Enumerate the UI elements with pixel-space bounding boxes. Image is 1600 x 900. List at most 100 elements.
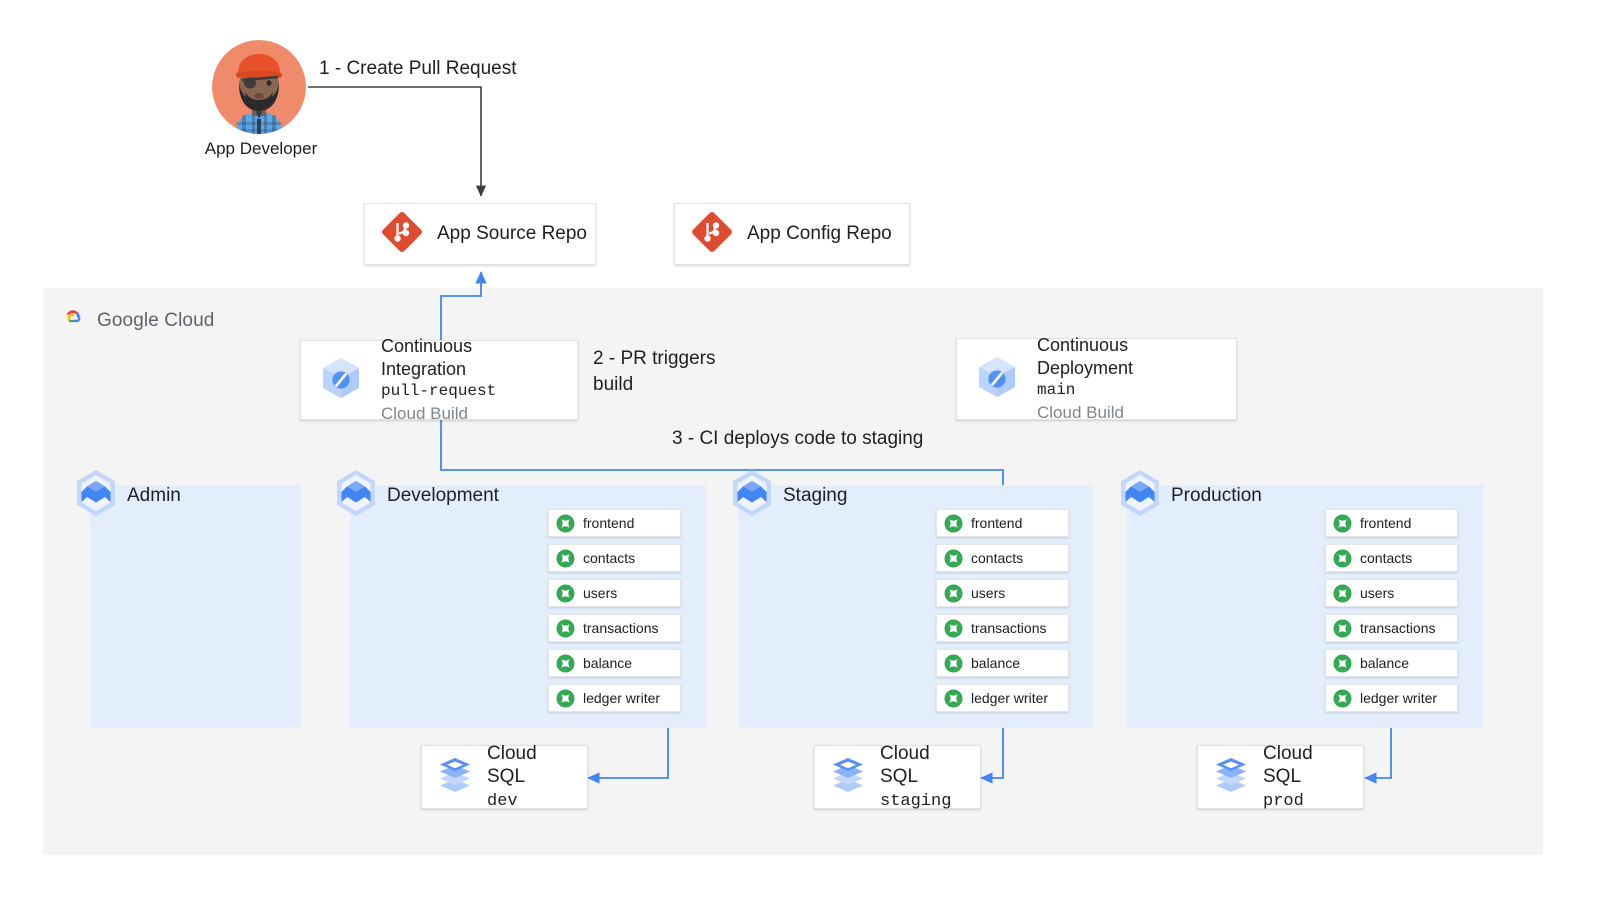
cloudsql-prod-card[interactable]: Cloud SQL prod: [1197, 743, 1364, 812]
service-pill-staging-ledger-writer[interactable]: ledger writer: [936, 684, 1069, 712]
pod-icon: [1333, 549, 1352, 568]
service-label: users: [971, 585, 1006, 601]
service-pill-development-ledger-writer[interactable]: ledger writer: [548, 684, 681, 712]
service-label: contacts: [971, 550, 1024, 566]
edge-ci-to-source-repo: [440, 271, 487, 340]
service-label: ledger writer: [583, 690, 661, 706]
pod-icon: [556, 619, 575, 638]
pod-icon: [944, 654, 963, 673]
cloud-build-icon: [315, 352, 367, 409]
app-config-repo-card[interactable]: App Config Repo: [674, 203, 910, 265]
google-cloud-brand: Google Cloud: [57, 306, 214, 336]
git-icon: [381, 211, 423, 258]
service-label: frontend: [971, 515, 1023, 531]
service-label: balance: [1360, 655, 1410, 671]
app-source-repo-card[interactable]: App Source Repo: [364, 203, 596, 265]
cloud-sql-icon: [436, 755, 474, 800]
service-label: ledger writer: [1360, 690, 1438, 706]
service-pill-production-balance[interactable]: balance: [1325, 649, 1458, 677]
service-label: ledger writer: [971, 690, 1049, 706]
google-cloud-label: Google Cloud: [97, 310, 214, 332]
service-label: contacts: [1360, 550, 1413, 566]
env-header-development: Development: [333, 468, 499, 523]
service-label: balance: [971, 655, 1021, 671]
step-2-line-1: 2 - PR triggers: [593, 348, 716, 369]
cloudsql-staging-card[interactable]: Cloud SQL staging: [814, 743, 981, 811]
app-source-repo-label: App Source Repo: [437, 223, 587, 244]
service-label: balance: [583, 655, 633, 671]
env-label-admin: Admin: [127, 484, 181, 506]
cloud-build-icon: [971, 351, 1023, 408]
cd-product: Cloud Build: [1037, 402, 1124, 422]
service-pill-production-transactions[interactable]: transactions: [1325, 614, 1458, 642]
pod-icon: [1333, 584, 1352, 603]
service-label: transactions: [1360, 620, 1436, 636]
service-pill-staging-balance[interactable]: balance: [936, 649, 1069, 677]
service-pill-development-frontend[interactable]: frontend: [548, 509, 681, 537]
app-config-repo-label: App Config Repo: [747, 223, 892, 244]
cloud-sql-icon: [1212, 755, 1250, 800]
cloudsql-dev-card[interactable]: Cloud SQL dev: [421, 742, 588, 812]
service-pill-development-transactions[interactable]: transactions: [548, 614, 681, 642]
pod-icon: [944, 514, 963, 533]
cloudsql-dev-title: Cloud SQL: [487, 742, 537, 788]
service-pill-development-users[interactable]: users: [548, 579, 681, 607]
developer-avatar-icon: [212, 40, 306, 134]
service-pill-development-balance[interactable]: balance: [548, 649, 681, 677]
env-header-admin: Admin: [73, 468, 181, 523]
pod-icon: [1333, 619, 1352, 638]
pod-icon: [944, 549, 963, 568]
service-label: frontend: [1360, 515, 1412, 531]
env-panel-admin: [90, 485, 301, 728]
service-pill-staging-transactions[interactable]: transactions: [936, 614, 1069, 642]
pod-icon: [1333, 689, 1352, 708]
service-label: users: [1360, 585, 1395, 601]
developer-name-label: App Developer: [204, 139, 318, 158]
cloudsql-prod-env: prod: [1263, 792, 1304, 812]
cloud-sql-icon: [829, 755, 867, 800]
ci-product: Cloud Build: [381, 403, 468, 423]
service-pill-production-frontend[interactable]: frontend: [1325, 509, 1458, 537]
google-cloud-logo-icon: [57, 306, 87, 336]
service-pill-staging-users[interactable]: users: [936, 579, 1069, 607]
pod-icon: [944, 619, 963, 638]
cd-title: Continuous Deployment: [1037, 335, 1134, 378]
gke-namespace-icon: [73, 468, 119, 523]
service-pill-staging-contacts[interactable]: contacts: [936, 544, 1069, 572]
pod-icon: [556, 689, 575, 708]
pod-icon: [1333, 514, 1352, 533]
continuous-integration-card[interactable]: Continuous Integration pull-request Clou…: [300, 336, 578, 423]
pod-icon: [556, 654, 575, 673]
pod-icon: [556, 549, 575, 568]
edge-staging-to-cloudsql-staging: [980, 708, 1004, 784]
gke-namespace-icon: [729, 468, 775, 523]
pod-icon: [556, 514, 575, 533]
pod-icon: [944, 689, 963, 708]
service-pill-production-ledger-writer[interactable]: ledger writer: [1325, 684, 1458, 712]
edge-production-to-cloudsql-prod: [1364, 708, 1392, 784]
pod-icon: [944, 584, 963, 603]
service-pill-production-contacts[interactable]: contacts: [1325, 544, 1458, 572]
service-label: users: [583, 585, 618, 601]
step-1-label: 1 - Create Pull Request: [319, 58, 517, 79]
pod-icon: [1333, 654, 1352, 673]
brand-google: Google: [97, 310, 159, 331]
edge-developer-to-source-repo: [308, 86, 487, 197]
env-header-production: Production: [1117, 468, 1262, 523]
env-label-development: Development: [387, 484, 499, 506]
service-pill-development-contacts[interactable]: contacts: [548, 544, 681, 572]
service-pill-staging-frontend[interactable]: frontend: [936, 509, 1069, 537]
ci-title: Continuous Integration: [381, 336, 473, 379]
git-icon: [691, 211, 733, 258]
cloudsql-dev-env: dev: [487, 792, 518, 812]
pod-icon: [556, 584, 575, 603]
edge-development-to-cloudsql-dev: [587, 708, 669, 784]
gke-namespace-icon: [333, 468, 379, 523]
cd-branch: main: [1037, 381, 1076, 400]
service-label: transactions: [971, 620, 1047, 636]
service-list-development: frontend contacts users transactions balance…: [548, 509, 681, 712]
service-pill-production-users[interactable]: users: [1325, 579, 1458, 607]
env-label-production: Production: [1171, 484, 1262, 506]
continuous-deployment-card[interactable]: Continuous Deployment main Cloud Build: [956, 335, 1237, 422]
